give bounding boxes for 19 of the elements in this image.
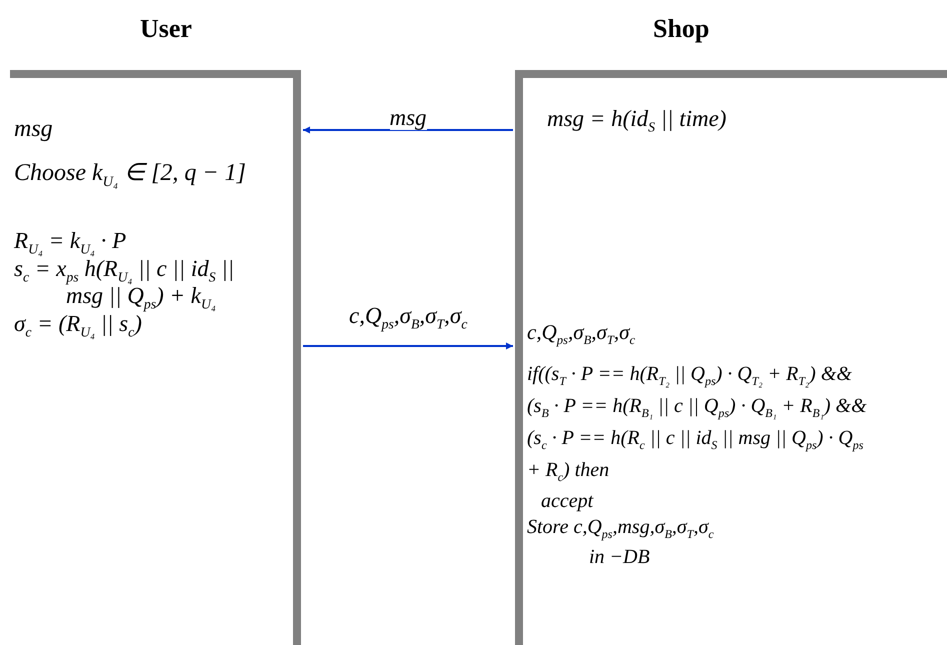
arrow — [303, 342, 513, 350]
formula-text: accept — [541, 490, 594, 512]
formula-text: (s$_{c}$ · P == h(R$_{c}$ || c || id$_{S}$ || msg || Q$_{ps}$) · Q$_{ps}$ — [527, 427, 864, 452]
lane-heading: Shop — [653, 14, 710, 44]
formula-text: Choose k$_{U₄}$ ∈ [2, q − 1] — [14, 160, 246, 191]
lane-heading: User — [140, 14, 192, 44]
formula-text: msg || Q$_{ps}$) + k$_{U₄}$ — [66, 283, 216, 312]
formula-text: msg — [14, 116, 53, 142]
formula-text: Store c,Q$_{ps}$,msg,σ$_{B}$,σ$_{T}$,σ$_{c}$ — [527, 516, 714, 542]
formula-text: (s$_{B}$ · P == h(R$_{B₁}$ || c || Q$_{ps}$) · Q$_{B₁}$ + R$_{B₁}$) && — [527, 395, 867, 420]
formula-text: + R$_{c}$) then — [527, 459, 610, 484]
formula-text: s$_{c}$ = x$_{ps}$ h(R$_{U₄}$ || c || id$_{S}$ || — [14, 256, 234, 285]
formula-text: if((s$_{T}$ · P == h(R$_{T₂}$ || Q$_{ps}$) · Q$_{T₂}$ + R$_{T₂}$) && — [527, 363, 852, 388]
formula-text: c,Q$_{ps}$,σ$_{B}$,σ$_{T}$,σ$_{c}$ — [527, 321, 636, 348]
arrow — [303, 126, 513, 134]
formula-text: msg = h(id$_{S}$ || time) — [547, 106, 726, 135]
formula-text: R$_{U₄}$ = k$_{U₄}$ · P — [14, 228, 126, 257]
formula-text: in −DB — [589, 546, 650, 568]
formula-text: σ$_{c}$ = (R$_{U₄}$ || s$_{c}$) — [14, 311, 142, 340]
